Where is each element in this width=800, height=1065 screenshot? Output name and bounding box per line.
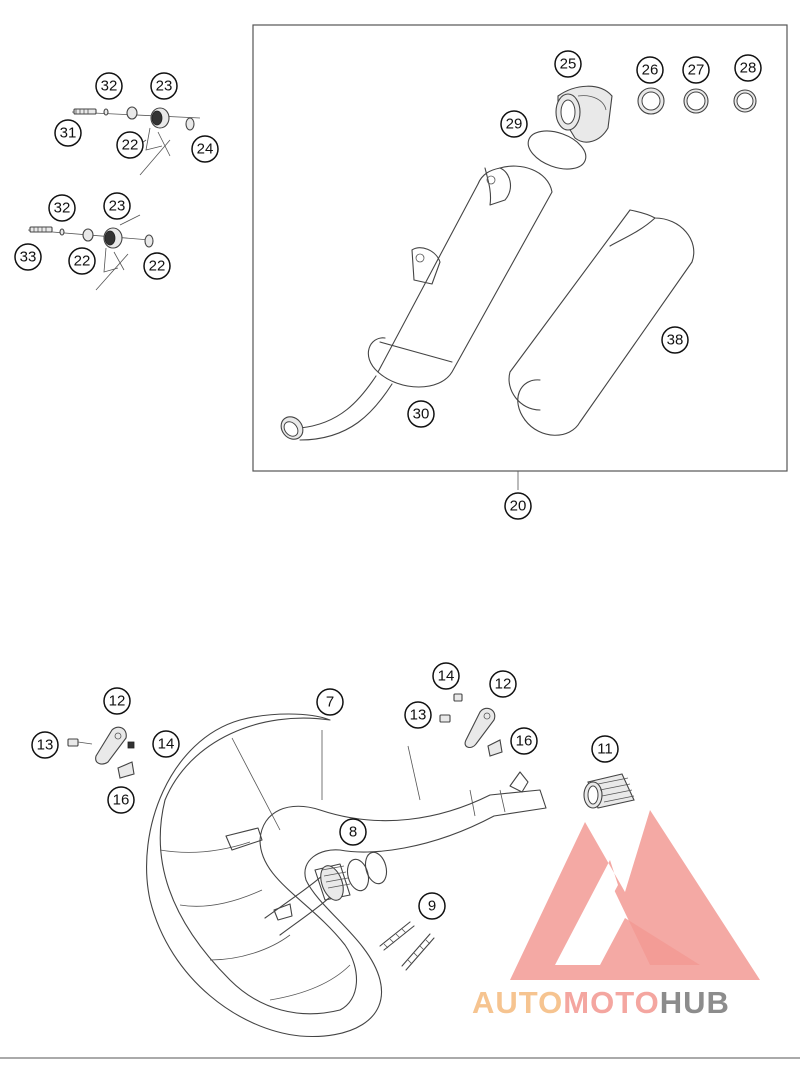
svg-text:12: 12 <box>109 693 126 710</box>
rings-group <box>527 87 757 170</box>
callout-31: 31 <box>54 119 82 147</box>
bracket-hardware-right <box>439 693 503 757</box>
callout-14-left: 14 <box>152 730 180 758</box>
svg-text:AUTOMOTOHUB: AUTOMOTOHUB <box>472 985 730 1020</box>
svg-text:23: 23 <box>109 198 126 215</box>
callout-25: 25 <box>554 50 582 78</box>
svg-text:32: 32 <box>101 78 118 95</box>
silencer-assembly-frame <box>252 24 788 472</box>
callout-38: 38 <box>661 326 689 354</box>
svg-text:16: 16 <box>516 733 533 750</box>
watermark-moto: MOTO <box>563 985 659 1020</box>
silencer-body <box>280 165 553 441</box>
svg-text:11: 11 <box>597 741 613 758</box>
svg-text:8: 8 <box>349 824 357 841</box>
svg-text:22: 22 <box>74 253 91 270</box>
svg-text:22: 22 <box>149 258 166 275</box>
callout-16-left: 16 <box>107 786 135 814</box>
svg-text:16: 16 <box>113 792 130 809</box>
callout-20: 20 <box>504 492 532 520</box>
svg-text:9: 9 <box>428 898 436 915</box>
svg-text:27: 27 <box>688 62 705 79</box>
svg-text:7: 7 <box>326 694 334 711</box>
callout-8: 8 <box>339 818 367 846</box>
svg-text:24: 24 <box>197 141 214 158</box>
mount-assembly-upper <box>71 106 201 176</box>
svg-text:23: 23 <box>156 78 173 95</box>
callout-27: 27 <box>682 56 710 84</box>
callout-22-lower-b: 22 <box>143 252 171 280</box>
callout-12-right: 12 <box>489 670 517 698</box>
automotohub-logo: AUTOMOTOHUB <box>472 810 760 1020</box>
callout-30: 30 <box>407 400 435 428</box>
svg-text:13: 13 <box>37 737 54 754</box>
callout-13-left: 13 <box>31 731 59 759</box>
callout-32-lower: 32 <box>48 194 76 222</box>
silencer-sleeve <box>508 209 695 436</box>
callout-16-right: 16 <box>510 727 538 755</box>
callout-13-right: 13 <box>404 701 432 729</box>
exhaust-flange <box>583 773 635 809</box>
callout-29: 29 <box>500 110 528 138</box>
svg-text:32: 32 <box>54 200 71 217</box>
callout-9: 9 <box>418 892 446 920</box>
callout-23-lower: 23 <box>103 192 131 220</box>
svg-text:12: 12 <box>495 676 512 693</box>
svg-text:31: 31 <box>60 125 77 142</box>
callout-33: 33 <box>14 243 42 271</box>
watermark-hub: HUB <box>660 985 730 1020</box>
svg-text:13: 13 <box>410 707 427 724</box>
logo-triangle-mark <box>510 810 760 980</box>
callout-14-right: 14 <box>432 662 460 690</box>
svg-text:22: 22 <box>122 137 139 154</box>
svg-text:28: 28 <box>740 60 757 77</box>
svg-text:26: 26 <box>642 62 659 79</box>
springs <box>379 921 435 971</box>
header-pipe <box>146 713 547 1038</box>
callout-22-upper: 22 <box>116 131 144 159</box>
svg-text:14: 14 <box>438 668 455 685</box>
callout-7: 7 <box>316 688 344 716</box>
svg-text:14: 14 <box>158 736 175 753</box>
bracket-hardware-left <box>67 726 135 779</box>
callout-24: 24 <box>191 135 219 163</box>
svg-text:33: 33 <box>20 249 37 266</box>
silencer-end-cap <box>555 85 613 143</box>
mount-assembly-lower <box>27 214 154 291</box>
callout-28: 28 <box>734 54 762 82</box>
o-rings <box>346 851 388 892</box>
svg-text:29: 29 <box>506 116 523 133</box>
callout-22-lower-a: 22 <box>68 247 96 275</box>
svg-text:20: 20 <box>510 498 527 515</box>
callout-26: 26 <box>636 56 664 84</box>
watermark-auto: AUTO <box>472 985 563 1020</box>
callout-23-upper: 23 <box>150 72 178 100</box>
callout-11: 11 <box>591 735 619 763</box>
svg-text:38: 38 <box>667 332 684 349</box>
svg-text:25: 25 <box>560 56 577 73</box>
svg-text:30: 30 <box>413 406 430 423</box>
callout-12-left: 12 <box>103 687 131 715</box>
callout-32-upper: 32 <box>95 72 123 100</box>
